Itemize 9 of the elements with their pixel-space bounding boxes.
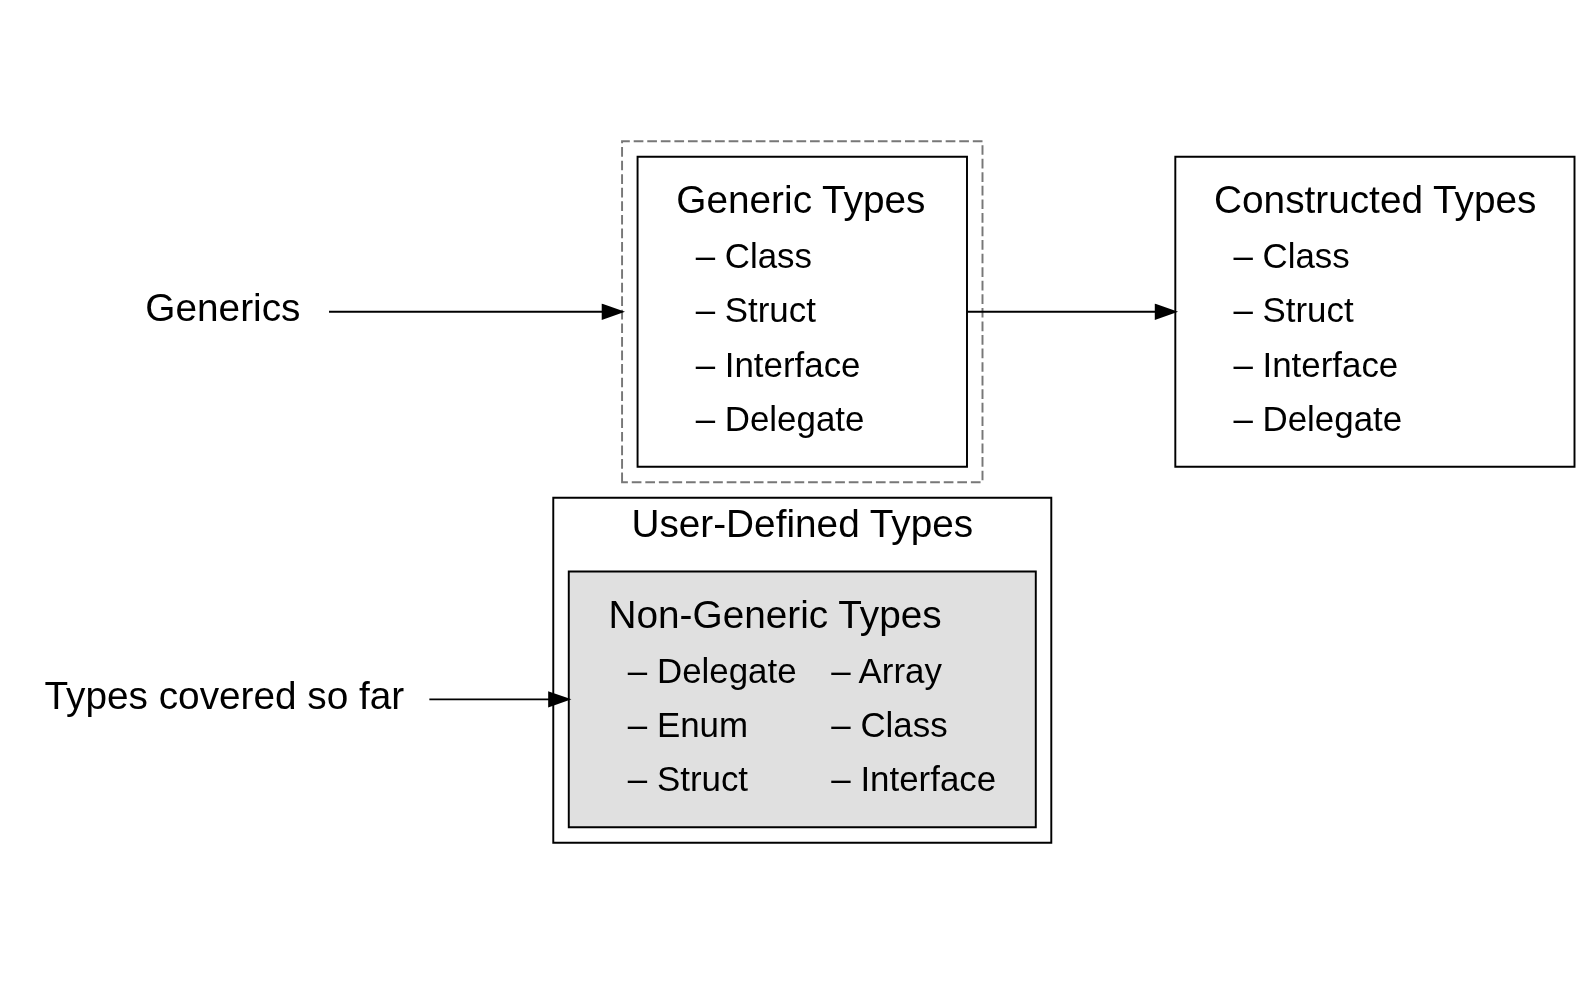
node-box: Constructed Types – Class – Struct – Interface – Delegate: [1174, 155, 1576, 468]
node-text: Types covered so far: [44, 674, 405, 718]
node-box: Generic Types – Class – Struct – Interface – Delegate: [636, 155, 968, 468]
arrow: [428, 691, 572, 708]
arrow: [328, 303, 625, 320]
arrow: [966, 303, 1179, 320]
node-box: Non-Generic Types – Delegate – Array – Enum – Class – Struct – Interface: [567, 570, 1037, 829]
cluster: [621, 140, 984, 484]
node-text: Generics: [145, 286, 301, 330]
